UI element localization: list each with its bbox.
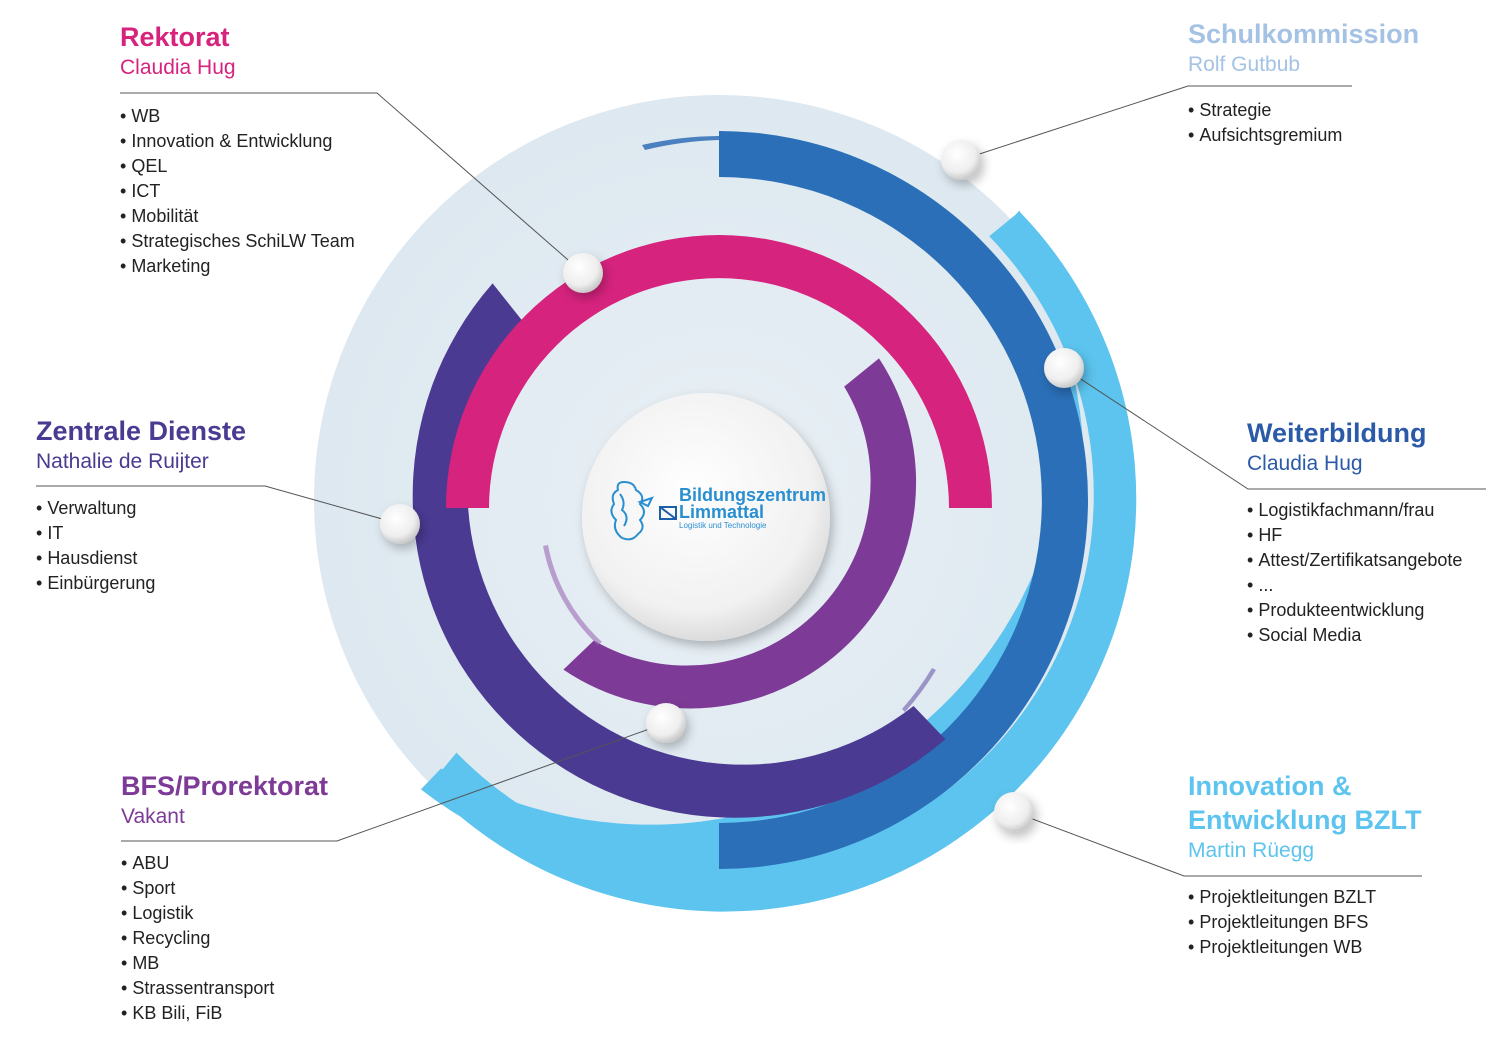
list-item: IT <box>36 521 246 546</box>
node-ball-zentrale-dienste <box>380 504 420 544</box>
ring-innovation-band <box>428 211 1137 912</box>
list-item: HF <box>1247 523 1462 548</box>
unit-items-schulkommission: Strategie Aufsichtsgremium <box>1188 98 1419 148</box>
unit-title-zentrale-dienste: Zentrale Dienste <box>36 416 247 446</box>
list-item: Logistikfachmann/frau <box>1247 498 1462 523</box>
leader-line-innovation <box>1013 811 1422 877</box>
unit-title-innovation-line-1: Innovation & <box>1188 771 1352 801</box>
list-item: Strassentransport <box>121 976 328 1001</box>
list-item: Projektleitungen BZLT <box>1188 885 1421 910</box>
unit-items-bfs: ABU Sport Logistik Recycling MB Strassen… <box>121 851 328 1026</box>
unit-bfs: BFS/Prorektorat Vakant ABU Sport Logisti… <box>121 769 328 1026</box>
list-item: ... <box>1247 573 1462 598</box>
list-item: Einbürgerung <box>36 571 246 596</box>
center-disc <box>582 393 830 641</box>
ring-rektorat <box>446 235 992 508</box>
unit-items-innovation: Projektleitungen BZLT Projektleitungen B… <box>1188 885 1421 960</box>
leader-line-bfs <box>121 722 667 842</box>
list-item: Social Media <box>1247 623 1462 648</box>
logo-line-2: Limmattal <box>679 502 765 522</box>
unit-weiterbildung: Weiterbildung Claudia Hug Logistikfachma… <box>1247 416 1462 648</box>
list-item: Projektleitungen BFS <box>1188 910 1421 935</box>
unit-rektorat: Rektorat Claudia Hug WB Innovation & Ent… <box>120 20 355 279</box>
list-item: Logistik <box>121 901 328 926</box>
unit-person-schulkommission: Rolf Gutbub <box>1188 53 1301 76</box>
list-item: Attest/Zertifikatsangebote <box>1247 548 1462 573</box>
list-item: Recycling <box>121 926 328 951</box>
unit-person-bfs: Vakant <box>121 805 185 828</box>
node-ball-bfs <box>646 703 686 743</box>
unit-person-weiterbildung: Claudia Hug <box>1247 452 1363 475</box>
unit-title-bfs: BFS/Prorektorat <box>121 771 329 801</box>
ring-schulkommission-accent <box>642 136 719 150</box>
list-item: ABU <box>121 851 328 876</box>
list-item: MB <box>121 951 328 976</box>
list-item: Marketing <box>120 254 355 279</box>
unit-zentrale-dienste: Zentrale Dienste Nathalie de Ruijter Ver… <box>36 414 246 596</box>
node-ball-innovation <box>994 792 1034 832</box>
list-item: Strategie <box>1188 98 1419 123</box>
list-item: Strategisches SchiLW Team <box>120 229 354 254</box>
list-item: KB Bili, FiB <box>121 1001 328 1026</box>
leader-line-schulkommission <box>960 85 1352 161</box>
unit-schulkommission: Schulkommission Rolf Gutbub Strategie Au… <box>1188 17 1419 148</box>
unit-person-innovation: Martin Rüegg <box>1188 839 1315 862</box>
unit-title-weiterbildung: Weiterbildung <box>1247 418 1427 448</box>
unit-items-zentrale-dienste: Verwaltung IT Hausdienst Einbürgerung <box>36 496 246 596</box>
unit-innovation: Innovation & Entwicklung BZLT Martin Rüe… <box>1188 769 1421 960</box>
leader-line-zentrale-dienste <box>36 485 401 525</box>
logo-line-1: Bildungszentrum <box>679 485 826 505</box>
leader-line-rektorat <box>120 92 584 274</box>
list-item: Produkteentwicklung <box>1247 598 1462 623</box>
list-item: Hausdienst <box>36 546 246 571</box>
node-ball-weiterbildung <box>1044 348 1084 388</box>
node-ball-rektorat <box>563 253 603 293</box>
list-item: WB <box>120 104 355 129</box>
list-item: Sport <box>121 876 328 901</box>
list-item: Mobilität <box>120 204 355 229</box>
center-logo: Bildungszentrum Limmattal Logistik und T… <box>679 485 826 531</box>
unit-title-innovation-line-2: Entwicklung BZLT <box>1188 805 1422 835</box>
unit-person-zentrale-dienste: Nathalie de Ruijter <box>36 450 209 473</box>
unit-items-weiterbildung: Logistikfachmann/frau HF Attest/Zertifik… <box>1247 498 1462 648</box>
list-item: Aufsichtsgremium <box>1188 123 1419 148</box>
list-item: QEL <box>120 154 355 179</box>
list-item: ICT <box>120 179 355 204</box>
ring-zentrale-dienste <box>412 283 946 818</box>
unit-items-rektorat: WB Innovation & Entwicklung QEL ICT Mobi… <box>120 104 355 279</box>
list-item: Verwaltung <box>36 496 246 521</box>
ring-weiterbildung <box>719 131 1088 869</box>
unit-person-rektorat: Claudia Hug <box>120 56 236 79</box>
lion-crest-icon <box>610 480 654 541</box>
ring-innovation-accent <box>902 668 936 712</box>
unit-title-schulkommission: Schulkommission <box>1188 19 1420 49</box>
ring-bfs <box>563 358 917 709</box>
logo-line-3: Logistik und Technologie <box>679 521 767 530</box>
leader-line-weiterbildung <box>1063 367 1486 490</box>
unit-title-rektorat: Rektorat <box>120 22 230 52</box>
ring-bfs-accent <box>543 545 602 645</box>
list-item: Projektleitungen WB <box>1188 935 1421 960</box>
node-ball-schulkommission <box>941 140 981 180</box>
list-item: Innovation & Entwicklung <box>120 129 355 154</box>
logo-flag-icon <box>659 506 677 520</box>
